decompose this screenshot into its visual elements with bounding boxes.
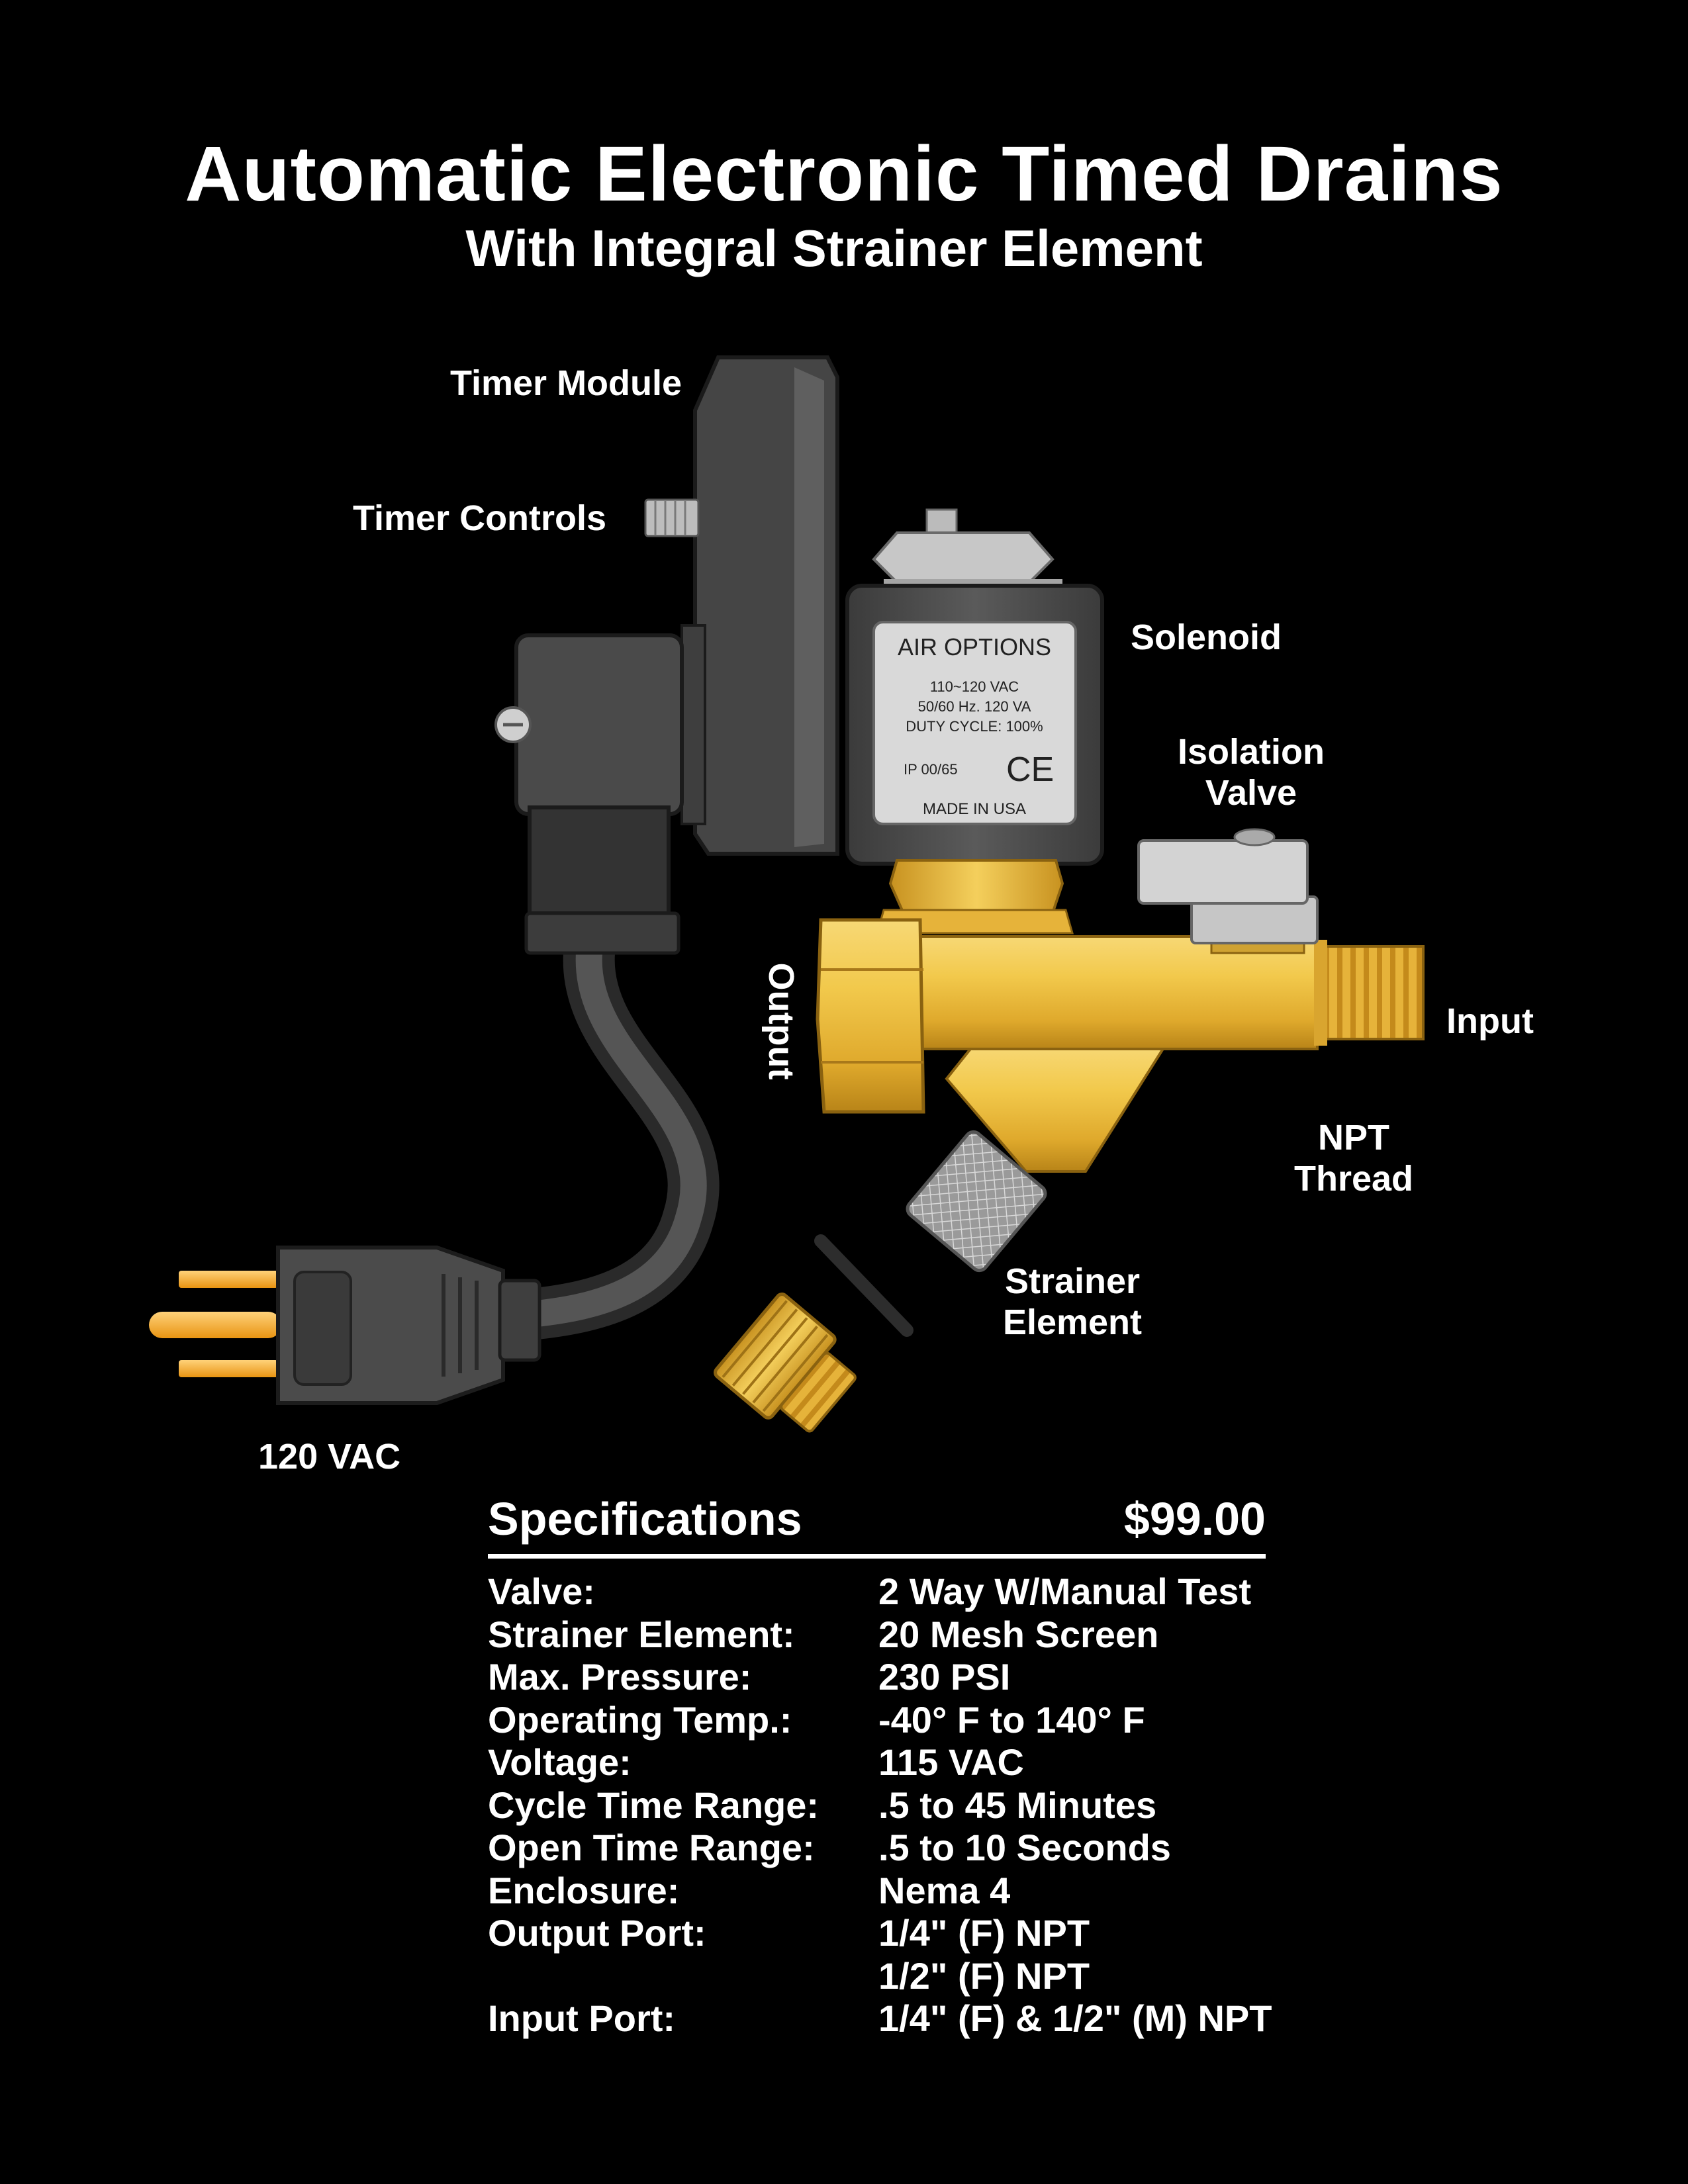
power-plug bbox=[149, 1246, 541, 1405]
specifications-heading: Specifications bbox=[488, 1493, 802, 1545]
ce-mark-icon: CE bbox=[1006, 751, 1054, 789]
solenoid-rating: IP 00/65 bbox=[904, 761, 958, 778]
page-title: Automatic Electronic Timed Drains bbox=[185, 130, 1503, 218]
strainer-mesh bbox=[906, 1130, 1047, 1273]
label-solenoid: Solenoid bbox=[1131, 617, 1282, 657]
brass-valve-body bbox=[816, 859, 1425, 1173]
specifications-header: Specifications $99.00 bbox=[488, 1489, 1266, 1559]
solenoid-spec-2: 50/60 Hz. 120 VA bbox=[918, 698, 1031, 715]
label-strainer-element: Strainer Element bbox=[1002, 1261, 1143, 1342]
page-subtitle: With Integral Strainer Element bbox=[465, 219, 1203, 277]
o-ring bbox=[814, 1234, 914, 1337]
solenoid-brand: AIR OPTIONS bbox=[898, 633, 1051, 660]
solenoid-spec-1: 110~120 VAC bbox=[930, 678, 1019, 695]
label-npt-thread: NPT Thread bbox=[1293, 1118, 1414, 1199]
label-input: Input bbox=[1446, 1001, 1534, 1041]
isolation-valve-handle bbox=[1137, 828, 1319, 954]
solenoid: AIR OPTIONS 110~120 VAC 50/60 Hz. 120 VA… bbox=[845, 508, 1104, 866]
strainer-cap bbox=[714, 1293, 857, 1433]
label-timer-module: Timer Module bbox=[450, 363, 682, 403]
label-timer-controls: Timer Controls bbox=[353, 498, 607, 538]
timer-module bbox=[680, 355, 839, 856]
power-cord bbox=[510, 927, 720, 1340]
connector-housing bbox=[494, 633, 684, 955]
solenoid-spec-3: DUTY CYCLE: 100% bbox=[906, 718, 1043, 735]
solenoid-origin: MADE IN USA bbox=[923, 800, 1026, 818]
label-power: 120 VAC bbox=[258, 1437, 401, 1477]
label-output: Output bbox=[761, 962, 801, 1080]
label-isolation-valve: Isolation Valve bbox=[1177, 732, 1325, 813]
timer-controls-knob bbox=[644, 498, 700, 537]
price: $99.00 bbox=[1123, 1493, 1266, 1545]
